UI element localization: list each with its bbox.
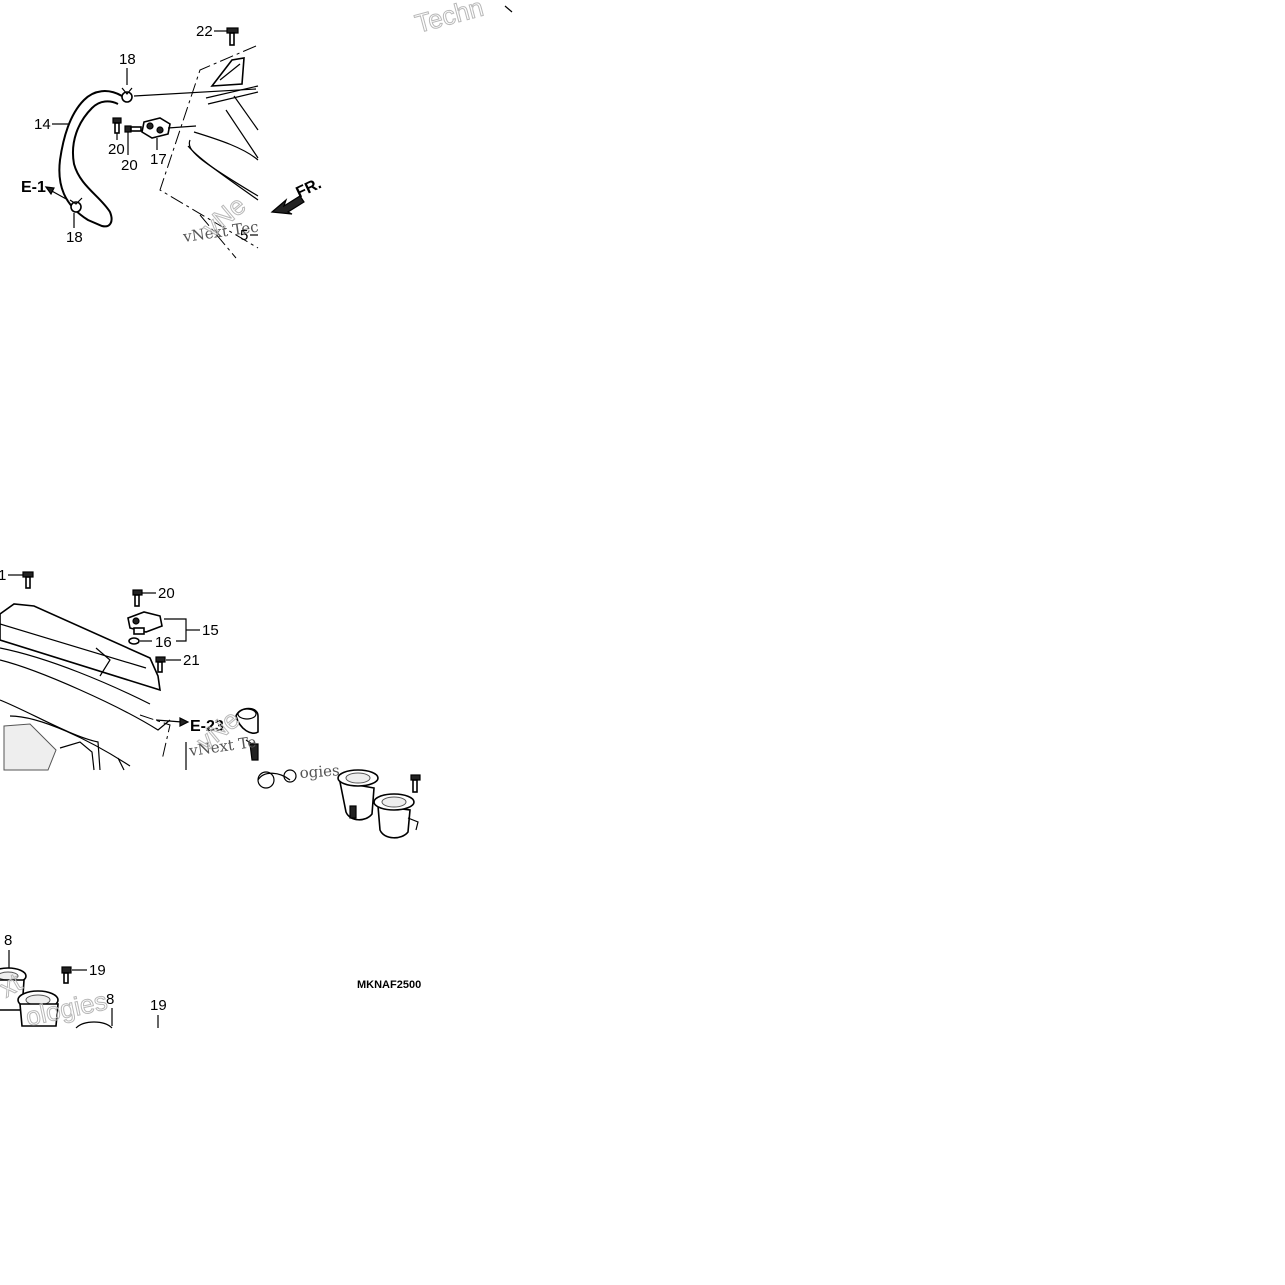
bolt-20-a	[112, 117, 122, 134]
callout-21: 21	[183, 652, 200, 669]
callout-8-b: 8	[106, 991, 114, 1008]
watermark-top: Techn	[412, 0, 487, 39]
sensor-17	[141, 117, 171, 139]
bolt-22	[226, 27, 239, 46]
head-cover-lower	[0, 603, 171, 771]
callout-15: 15	[202, 622, 219, 639]
bolt-21	[155, 656, 166, 673]
middle-panel: 1 20 15 16 21	[0, 567, 259, 771]
intake-pipes-panel: ogies	[257, 761, 421, 839]
front-arrow-icon	[270, 195, 305, 215]
sensor-15	[127, 611, 163, 635]
callout-16: 16	[155, 634, 172, 651]
figure-code: MKNAF2500	[357, 979, 421, 991]
bolt-strip	[410, 774, 421, 793]
front-arrow-label: FR.	[294, 175, 325, 201]
top-panel: Techn 22 18 14 20 20	[21, 0, 513, 259]
ref-e23: E-23	[190, 718, 224, 735]
callout-19-a: 19	[89, 962, 106, 979]
watermark-serif-3: ogies	[299, 761, 340, 782]
ref-e1: E-1	[21, 179, 46, 196]
callout-20-b: 20	[121, 157, 138, 174]
watermark-fragment	[504, 5, 513, 13]
hose-14	[58, 90, 123, 228]
intake-pipe-left	[337, 769, 379, 821]
bolt-20-b	[124, 125, 142, 133]
callout-20-c: 20	[158, 585, 175, 602]
head-cover-top	[187, 57, 259, 201]
bottom-panel: 8 19 8 19 ologies xt MKNAF2500	[0, 932, 421, 1032]
callout-1: 1	[0, 567, 6, 584]
callout-19-b: 19	[150, 997, 167, 1014]
clamp-18-bottom	[69, 197, 83, 213]
callout-8-a: 8	[4, 932, 12, 949]
o-ring-16	[128, 637, 140, 645]
callout-18-top: 18	[119, 51, 136, 68]
intake-pipe-bottom-b	[17, 990, 59, 1027]
intake-pipe-right	[373, 793, 419, 839]
callout-14: 14	[34, 116, 51, 133]
bolt-20-c	[132, 589, 143, 607]
callout-5: 5	[240, 227, 248, 244]
intake-fragment	[235, 707, 259, 761]
bolt-1	[22, 571, 34, 589]
bolt-19-a	[61, 966, 72, 984]
callout-17: 17	[150, 151, 167, 168]
callout-20-a: 20	[108, 141, 125, 158]
callout-22: 22	[196, 23, 213, 40]
callout-18-bottom: 18	[66, 229, 83, 246]
